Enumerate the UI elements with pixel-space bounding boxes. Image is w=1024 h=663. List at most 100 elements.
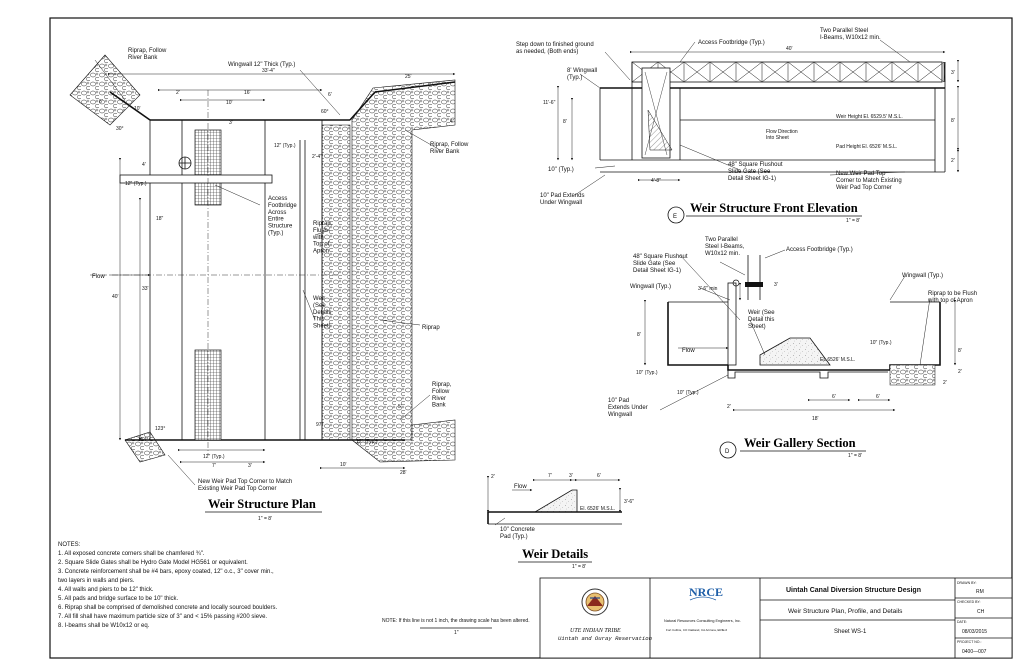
- elev-dim: 4'-8": [651, 178, 661, 184]
- note-item: 7. All fill shall have maximum particle …: [58, 614, 267, 620]
- gallery-dim: 8': [958, 348, 962, 354]
- elev-dim: 2': [951, 158, 955, 164]
- plan-title: Weir Structure Plan: [208, 497, 316, 511]
- sheet-description: Weir Structure Plan, Profile, and Detail…: [788, 608, 903, 615]
- gallery-label-access-footbridge: Access Footbridge (Typ.): [786, 247, 853, 253]
- plan-label-flow: Flow: [92, 274, 105, 280]
- plan-dim: 5': [398, 404, 402, 410]
- project-no: 0400—007: [962, 649, 987, 655]
- plan-dim: 123°: [155, 426, 165, 432]
- gallery-scale: 1" = 8': [848, 453, 862, 459]
- note-item: 8. I-beams shall be W10x12 or eq.: [58, 623, 150, 629]
- plan-riprap-bottom-right: [351, 419, 456, 463]
- elev-title: Weir Structure Front Elevation: [690, 201, 858, 215]
- date-value: 08/03/2015: [962, 629, 987, 635]
- project-no-label: PROJECT NO.:: [957, 640, 981, 644]
- details-scale: 1" = 8': [572, 564, 586, 570]
- plan-dim: 6': [99, 99, 103, 105]
- plan-dim: 10': [340, 462, 347, 468]
- gallery-dim: 2': [958, 369, 962, 375]
- elev-dim: 3': [951, 70, 955, 76]
- note-item: 6. Riprap shall be comprised of demolish…: [58, 605, 277, 611]
- plan-dim: 12" (Typ.): [203, 454, 225, 460]
- gallery-label-10typ-b: 10" (Typ.): [636, 370, 658, 376]
- plan-dim: 30°: [116, 126, 124, 132]
- title-block: UTE INDIAN TRIBE Uintah and Ouray Reserv…: [539, 577, 1013, 659]
- elev-dim: 8': [563, 119, 567, 125]
- plan-dim: 2'-4": [312, 154, 322, 160]
- gallery-label-10typ-c: 10" (Typ.): [677, 390, 699, 396]
- note-item: 4. All walls and piers to be 12" thick.: [58, 587, 154, 593]
- notes-heading: NOTES:: [58, 542, 81, 548]
- gallery-dim: 6': [832, 394, 836, 400]
- plan-dim: 33': [142, 286, 149, 292]
- plan-dim: 16': [244, 90, 251, 96]
- gallery-dim: 6': [876, 394, 880, 400]
- plan-dim: 12" (Typ.): [125, 181, 147, 187]
- gallery-callout-circle: [719, 441, 737, 459]
- plan-dim: 18": [156, 216, 164, 222]
- gallery-dim: 8': [637, 332, 641, 338]
- gallery-section-view: [643, 249, 957, 412]
- elev-scale: 1" = 8': [846, 218, 860, 224]
- gallery-label-el6526: EL 6526' M.S.L.: [820, 357, 855, 363]
- plan-label-wingwall: Wingwall 12" Thick (Typ.): [228, 62, 295, 68]
- tribe-reservation: Uintah and Ouray Reservation: [558, 635, 652, 642]
- elev-label-wingwall: 8' Wingwall(Typ.): [567, 68, 597, 81]
- note-item: 2. Square Slide Gates shall be Hydro Gat…: [58, 560, 248, 566]
- firm-offices: Fort Collins, CO Oakland, CA Arizona, ER…: [666, 628, 728, 632]
- elev-callout: E: [673, 214, 677, 220]
- gallery-callout: D: [725, 449, 730, 455]
- weir-details-view: [486, 475, 622, 526]
- plan-view: [69, 54, 456, 486]
- elev-callout-circle: [667, 206, 685, 224]
- elev-dim: 40': [786, 46, 793, 52]
- details-label-el6526: El. 6526' M.S.L.: [580, 506, 615, 512]
- note-item: 3. Concrete reinforcement shall be #4 ba…: [58, 569, 274, 575]
- gallery-dim: 3': [774, 282, 778, 288]
- details-title: Weir Details: [522, 547, 588, 561]
- gallery-label-wingwall-left: Wingwall (Typ.): [630, 284, 671, 290]
- plan-dim: 2': [176, 90, 180, 96]
- plan-dim: 10': [226, 100, 233, 106]
- plan-riprap-left: [69, 54, 141, 126]
- plan-dim: 7': [212, 463, 216, 469]
- gallery-dim: 2': [727, 404, 731, 410]
- note-item: 5. All pads and bridge surface to be 10"…: [58, 596, 179, 602]
- plan-dim: 28': [400, 470, 407, 476]
- tribe-name: UTE INDIAN TRIBE: [570, 628, 621, 634]
- plan-dim: 97°: [316, 422, 324, 428]
- plan-dim: 4': [450, 119, 454, 125]
- scale-bar-label: 1": [454, 630, 459, 636]
- gallery-label-flow: Flow: [682, 348, 695, 354]
- plan-riprap-inner: [321, 124, 351, 441]
- details-dim: 6': [597, 473, 601, 479]
- details-dim: 3'-6": [624, 499, 634, 505]
- plan-dim: 6': [328, 92, 332, 98]
- plan-dim: 40': [112, 294, 119, 300]
- sheet-border: [49, 17, 1013, 659]
- elev-dim: 11'-6": [543, 100, 556, 106]
- gallery-weir-wedge: [759, 337, 831, 366]
- date-label: DATE:: [957, 620, 967, 624]
- checked-by-label: CHECKED BY:: [957, 600, 981, 604]
